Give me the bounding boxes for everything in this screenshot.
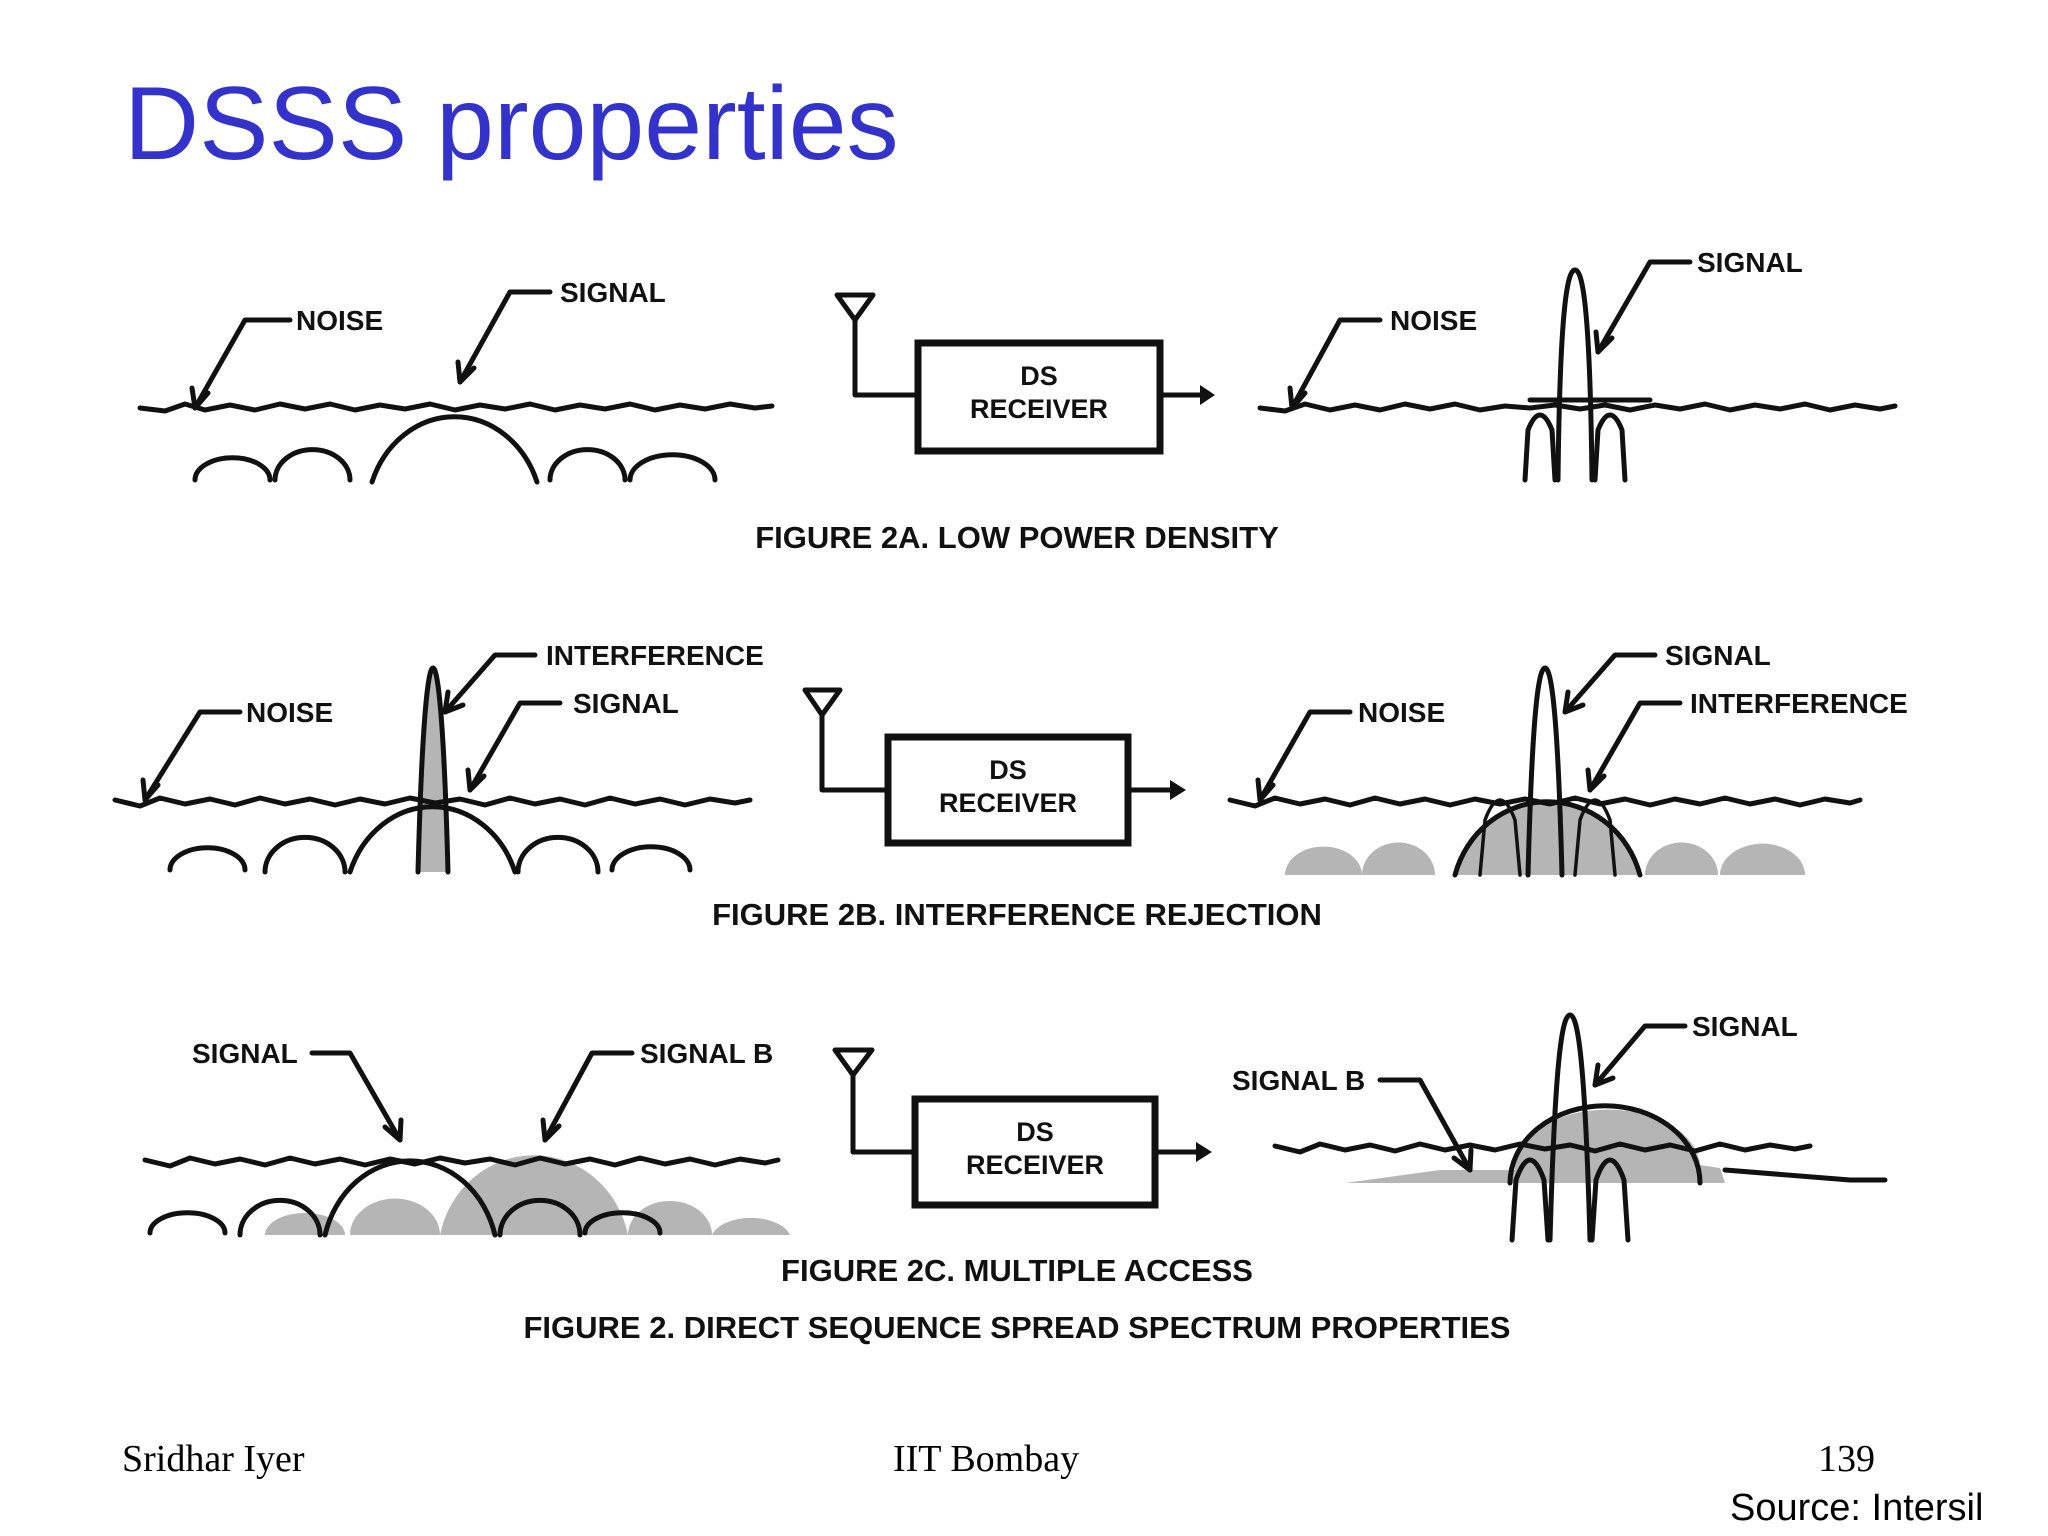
fig2a-right-signal-arrow [1595, 259, 1693, 355]
fig2c-left-signal-b-arrowhead [540, 1117, 562, 1143]
fig2c-ds-label: DS [1016, 1117, 1054, 1147]
fig2c-left-spectrum [142, 1155, 790, 1238]
source-credit: Source: Intersil [1730, 1487, 1984, 1529]
fig2a-right-signal-label: SIGNAL [1697, 247, 1803, 278]
figure-2c: SIGNAL SIGNAL B DS RECEIVER [142, 1011, 1888, 1288]
fig2a-right-noise-label: NOISE [1390, 305, 1477, 336]
fig2b-interference-arrowhead [442, 689, 466, 715]
fig2a-left-noise-arrowhead [189, 385, 211, 411]
fig2b-right-interference-arrow [1587, 700, 1683, 793]
fig2a-right-spectrum [1257, 267, 1898, 483]
fig2c-right-signal-arrowhead [1592, 1062, 1616, 1088]
footer-page-number: 139 [1818, 1438, 1875, 1480]
fig2b-left-interference-label: INTERFERENCE [546, 640, 764, 671]
fig2c-output-arrowhead [1196, 1142, 1212, 1162]
fig2b-right-signal-label: SIGNAL [1665, 640, 1771, 671]
fig2c-right-signal-b-arrow [1377, 1077, 1473, 1173]
fig2b-right-signal-arrowhead [1562, 689, 1586, 715]
fig2c-receiver-label: RECEIVER [966, 1150, 1104, 1180]
fig2a-left-noise-arrow [192, 317, 293, 411]
fig2a-ds-receiver: DS RECEIVER [834, 292, 1215, 455]
fig2b-receiver-label: RECEIVER [939, 788, 1077, 818]
fig2b-right-spectrum [1227, 665, 1863, 878]
fig2a-left-signal-arrow [457, 289, 553, 385]
fig2b-caption: FIGURE 2B. INTERFERENCE REJECTION [712, 897, 1322, 932]
fig2c-left-signal-arrowhead [382, 1117, 404, 1143]
fig2b-right-noise-label: NOISE [1358, 697, 1445, 728]
fig2a-caption: FIGURE 2A. LOW POWER DENSITY [755, 520, 1279, 555]
fig2b-right-signal-arrow [1562, 652, 1658, 715]
fig2c-right-spectrum [1272, 1012, 1888, 1243]
footer-institution: IIT Bombay [893, 1438, 1080, 1480]
fig2b-left-noise-arrowhead [140, 777, 161, 803]
fig2b-right-noise-arrow [1257, 709, 1353, 803]
figure-2b: INTERFERENCE NOISE SIGNAL DS RECEIVER [112, 640, 1908, 932]
fig2c-ds-receiver: DS RECEIVER [832, 1047, 1212, 1209]
fig2b-ds-receiver: DS RECEIVER [802, 687, 1186, 847]
fig2c-right-signal-label: SIGNAL [1692, 1011, 1798, 1042]
fig2a-left-noise-label: NOISE [296, 305, 383, 336]
fig2a-left-signal-arrowhead [455, 359, 477, 385]
fig2b-left-noise-label: NOISE [246, 697, 333, 728]
figure-2a: NOISE SIGNAL DS RECEIVER [137, 247, 1898, 555]
fig2b-right-interference-label: INTERFERENCE [1690, 688, 1908, 719]
fig2a-ds-label: DS [1020, 361, 1058, 391]
fig2c-signal-b-spectrum [265, 1155, 790, 1235]
fig2b-left-spectrum [112, 665, 753, 875]
fig2a-right-noise-arrowhead [1287, 385, 1308, 411]
fig2b-left-signal-arrow [467, 700, 563, 793]
fig2c-left-signal-label: SIGNAL [192, 1038, 298, 1069]
fig2c-right-signal-b-arrowhead [1451, 1147, 1474, 1173]
fig2c-right-signal-b-label: SIGNAL B [1232, 1065, 1365, 1096]
fig2b-ds-label: DS [989, 755, 1027, 785]
footer-author: Sridhar Iyer [122, 1438, 305, 1480]
fig2a-left-spectrum [137, 401, 775, 485]
fig2a-output-arrowhead [1200, 385, 1215, 405]
fig2b-interference-arrow [442, 652, 538, 715]
fig2a-left-signal-label: SIGNAL [560, 277, 666, 308]
fig2c-right-signal-arrow [1592, 1023, 1688, 1088]
fig2a-receiver-label: RECEIVER [970, 394, 1108, 424]
fig2b-right-noise-arrowhead [1255, 777, 1276, 803]
page-title: DSSS properties [124, 66, 899, 182]
fig2b-left-signal-label: SIGNAL [573, 688, 679, 719]
fig2b-spread-interference [1285, 801, 1805, 875]
fig2b-right-interference-arrowhead [1585, 767, 1607, 793]
fig2a-right-noise-arrow [1289, 317, 1383, 411]
fig2c-left-signal-arrow [309, 1050, 403, 1143]
fig2b-left-noise-arrow [142, 709, 243, 803]
fig2a-right-signal-arrowhead [1593, 329, 1615, 355]
fig2b-output-arrowhead [1170, 780, 1186, 800]
fig2c-left-signal-b-arrow [542, 1050, 635, 1143]
fig2b-left-signal-arrowhead [465, 767, 487, 793]
fig2c-caption: FIGURE 2C. MULTIPLE ACCESS [781, 1253, 1253, 1288]
fig2c-left-signal-b-label: SIGNAL B [640, 1038, 773, 1069]
figure-2-main-caption: FIGURE 2. DIRECT SEQUENCE SPREAD SPECTRU… [524, 1310, 1511, 1345]
